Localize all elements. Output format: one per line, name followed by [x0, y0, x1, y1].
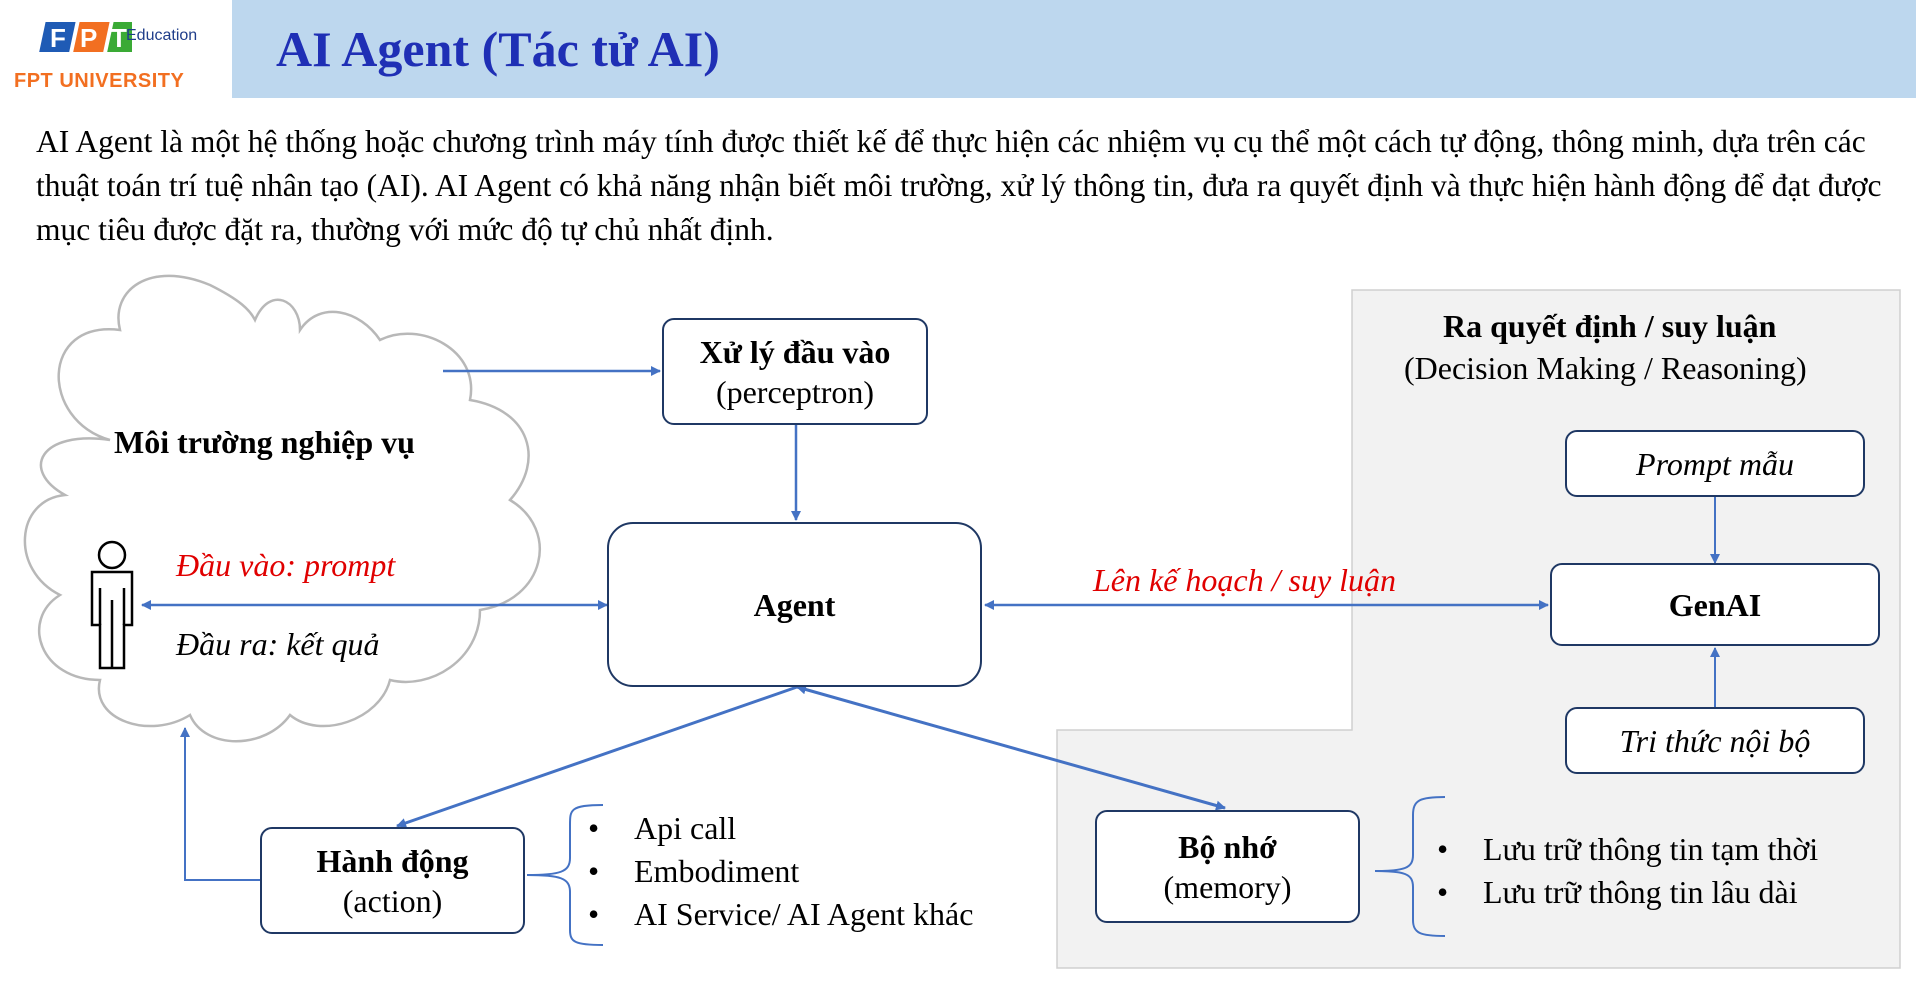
- action-items-list: Api call Embodiment AI Service/ AI Agent…: [588, 807, 973, 936]
- perception-box: Xử lý đầu vào (perceptron): [662, 318, 928, 425]
- memory-box: Bộ nhớ (memory): [1095, 810, 1360, 923]
- action-brace: [526, 804, 604, 946]
- genai-label: GenAI: [1668, 586, 1762, 623]
- input-prompt-label: Đầu vào: prompt: [176, 547, 396, 583]
- memory-brace: [1374, 796, 1446, 937]
- logo-university-text: FPT UNIVERSITY: [14, 70, 185, 92]
- action-box: Hành động (action): [260, 827, 525, 934]
- decision-subtitle: (Decision Making / Reasoning): [1404, 350, 1807, 386]
- memory-title: Bộ nhớ: [1178, 828, 1277, 865]
- svg-text:F: F: [50, 23, 66, 53]
- action-item: AI Service/ AI Agent khác: [588, 893, 973, 936]
- agent-title: Agent: [753, 586, 836, 623]
- output-result-label: Đầu ra: kết quả: [176, 626, 380, 662]
- internal-knowledge-box: Tri thức nội bộ: [1565, 707, 1865, 774]
- intro-paragraph: AI Agent là một hệ thống hoặc chương trì…: [36, 124, 1882, 247]
- environment-title: Môi trường nghiệp vụ: [114, 424, 415, 460]
- logo-education-text: Education: [126, 27, 198, 44]
- prompt-template-label: Prompt mẫu: [1636, 445, 1794, 482]
- memory-item: Lưu trữ thông tin tạm thời: [1437, 828, 1818, 871]
- agent-box: Agent: [607, 522, 982, 687]
- svg-text:T: T: [111, 23, 127, 53]
- page-title: AI Agent (Tác tử AI): [276, 21, 720, 77]
- fpt-logo-icon: F P T: [39, 22, 144, 53]
- action-item: Api call: [588, 807, 973, 850]
- internal-knowledge-label: Tri thức nội bộ: [1619, 722, 1811, 759]
- arrow-agent-memory: [796, 684, 1226, 811]
- perception-title: Xử lý đầu vào: [699, 333, 891, 370]
- genai-box: GenAI: [1550, 563, 1880, 646]
- action-subtitle: (action): [342, 882, 443, 919]
- fpt-education-logo: F P T: [12, 20, 227, 98]
- svg-text:P: P: [80, 23, 97, 53]
- memory-items-list: Lưu trữ thông tin tạm thời Lưu trữ thông…: [1437, 828, 1818, 914]
- user-person-icon: [90, 540, 134, 670]
- action-title: Hành động: [316, 842, 469, 879]
- header-bar: [232, 0, 1916, 98]
- arrow-agent-to-action: [396, 685, 798, 828]
- prompt-template-box: Prompt mẫu: [1565, 430, 1865, 497]
- memory-item: Lưu trữ thông tin lâu dài: [1437, 871, 1818, 914]
- memory-subtitle: (memory): [1163, 868, 1292, 905]
- planning-reasoning-label: Lên kế hoạch / suy luận: [1093, 562, 1397, 598]
- perception-subtitle: (perceptron): [715, 373, 875, 410]
- environment-cloud: [23, 274, 541, 743]
- arrow-action-to-env: [180, 727, 260, 881]
- action-item: Embodiment: [588, 850, 973, 893]
- decision-title: Ra quyết định / suy luận: [1443, 308, 1777, 344]
